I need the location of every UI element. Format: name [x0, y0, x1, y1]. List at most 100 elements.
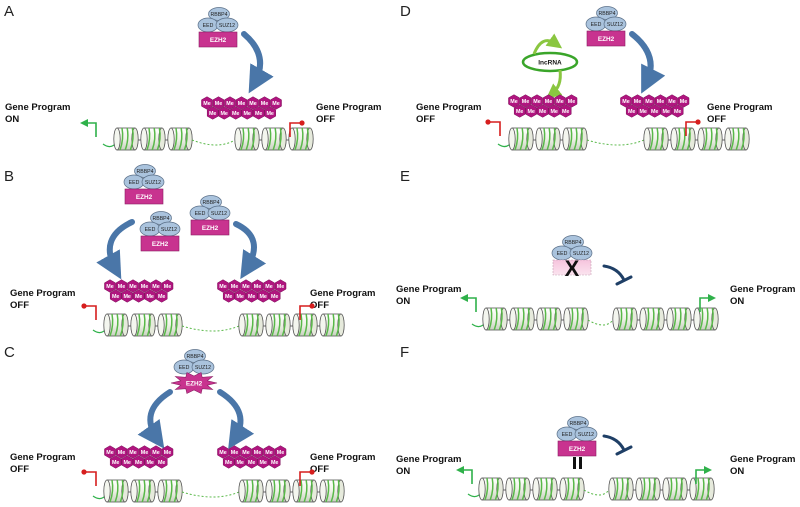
nucleosome-left-face	[563, 307, 571, 331]
dna-wrap	[552, 307, 557, 331]
nucleosome-left-face	[724, 127, 732, 151]
methyl-mark: Me	[251, 279, 264, 293]
dna-wrap	[565, 477, 570, 501]
methyl-mark: Me	[206, 106, 219, 120]
methyl-label: Me	[158, 294, 166, 300]
dna-wrap	[678, 477, 683, 501]
nucleosome	[662, 477, 688, 501]
inhibitor-curve	[602, 434, 626, 452]
methyl-mark: Me	[150, 445, 162, 459]
methyl-hexagon	[234, 455, 246, 469]
methyl-hexagon	[554, 94, 566, 108]
methyl-mark: Me	[224, 96, 236, 110]
panel-label: A	[4, 3, 14, 20]
methyl-hexagon	[104, 279, 116, 293]
methyl-mark: Me	[666, 94, 678, 108]
nucleosome-left-face	[292, 313, 300, 337]
methyl-label: Me	[146, 294, 154, 300]
nucleosome-left-face	[234, 127, 242, 151]
nucleosome-left-face	[562, 127, 570, 151]
recruitment-arrow	[629, 31, 666, 94]
transcription-arrow	[80, 119, 97, 137]
methyl-label: Me	[135, 294, 143, 300]
repression-dot	[485, 119, 491, 125]
dna-wrap	[619, 477, 624, 501]
methyl-mark: Me	[228, 445, 241, 459]
methyl-label: Me	[516, 109, 524, 115]
dna-wrap	[730, 127, 735, 151]
nucleosome	[103, 313, 129, 337]
dna-wrap	[335, 479, 340, 503]
dna-wrap	[281, 479, 286, 503]
methyl-mark: Me	[222, 455, 235, 469]
dna-wrap	[250, 127, 255, 151]
nucleosome-left-face	[157, 313, 165, 337]
methyl-label: Me	[259, 294, 267, 300]
nucleosome-left-face	[535, 127, 543, 151]
dna-wrap	[655, 307, 660, 331]
dna-wrap	[624, 477, 629, 501]
dna-wrap	[569, 307, 574, 331]
nucleosome-left-face	[532, 477, 540, 501]
methyl-label: Me	[123, 294, 131, 300]
active-promoter-arrow	[695, 466, 712, 484]
dna-wrap	[654, 127, 659, 151]
methyl-mark: Me	[155, 289, 168, 303]
repression-line	[685, 121, 698, 136]
dna-wrap	[254, 479, 259, 503]
repression-dot	[309, 303, 315, 309]
methyl-mark: Me	[218, 106, 230, 120]
methyl-mark: Me	[548, 104, 560, 118]
dna-wrap	[304, 127, 309, 151]
methyl-mark: Me	[263, 279, 275, 293]
dna-wrap	[484, 477, 489, 501]
methyl-label: Me	[680, 99, 688, 105]
dna-wrap	[249, 313, 254, 337]
ezh2-inhibitor-drug	[573, 457, 582, 469]
dna-wrap	[272, 127, 277, 151]
dna-wrap	[579, 307, 584, 331]
methyl-label: Me	[628, 109, 636, 115]
dna-wrap	[708, 127, 713, 151]
nucleosome	[535, 127, 561, 151]
methyl-hexagon	[637, 104, 649, 118]
nucleosome-left-face	[505, 477, 513, 501]
methyl-label: Me	[146, 460, 154, 466]
dna-wrap	[659, 127, 664, 151]
dna-wrap	[271, 479, 276, 503]
methyl-mark: Me	[161, 279, 174, 293]
methyl-label: Me	[226, 101, 234, 107]
recruitment-arrow	[217, 389, 255, 450]
dna-wrap	[546, 127, 551, 151]
inhibitor-symbol	[602, 264, 633, 286]
nucleosome	[238, 479, 264, 503]
methyl-label: Me	[568, 99, 576, 105]
methyl-label: Me	[129, 284, 137, 290]
methyl-hexagon	[150, 279, 162, 293]
methyl-mark: Me	[258, 96, 271, 110]
inhibition-x-mark: X	[565, 256, 580, 281]
dna-wrap	[244, 313, 249, 337]
linker-dna-dashed	[587, 319, 614, 326]
methyl-hexagon	[121, 289, 133, 303]
dna-wrap	[641, 477, 646, 501]
methyl-label: Me	[106, 284, 114, 290]
methyl-mark: Me	[155, 455, 168, 469]
methyl-mark: Me	[121, 455, 133, 469]
dna-wrap	[240, 127, 245, 151]
repression-dot	[81, 303, 87, 309]
nucleosome-left-face	[140, 127, 148, 151]
methyl-mark: Me	[109, 289, 122, 303]
nucleosome	[113, 127, 139, 151]
repressed-promoter	[81, 303, 97, 320]
methyl-mark: Me	[245, 455, 258, 469]
methyl-label: Me	[215, 101, 223, 107]
